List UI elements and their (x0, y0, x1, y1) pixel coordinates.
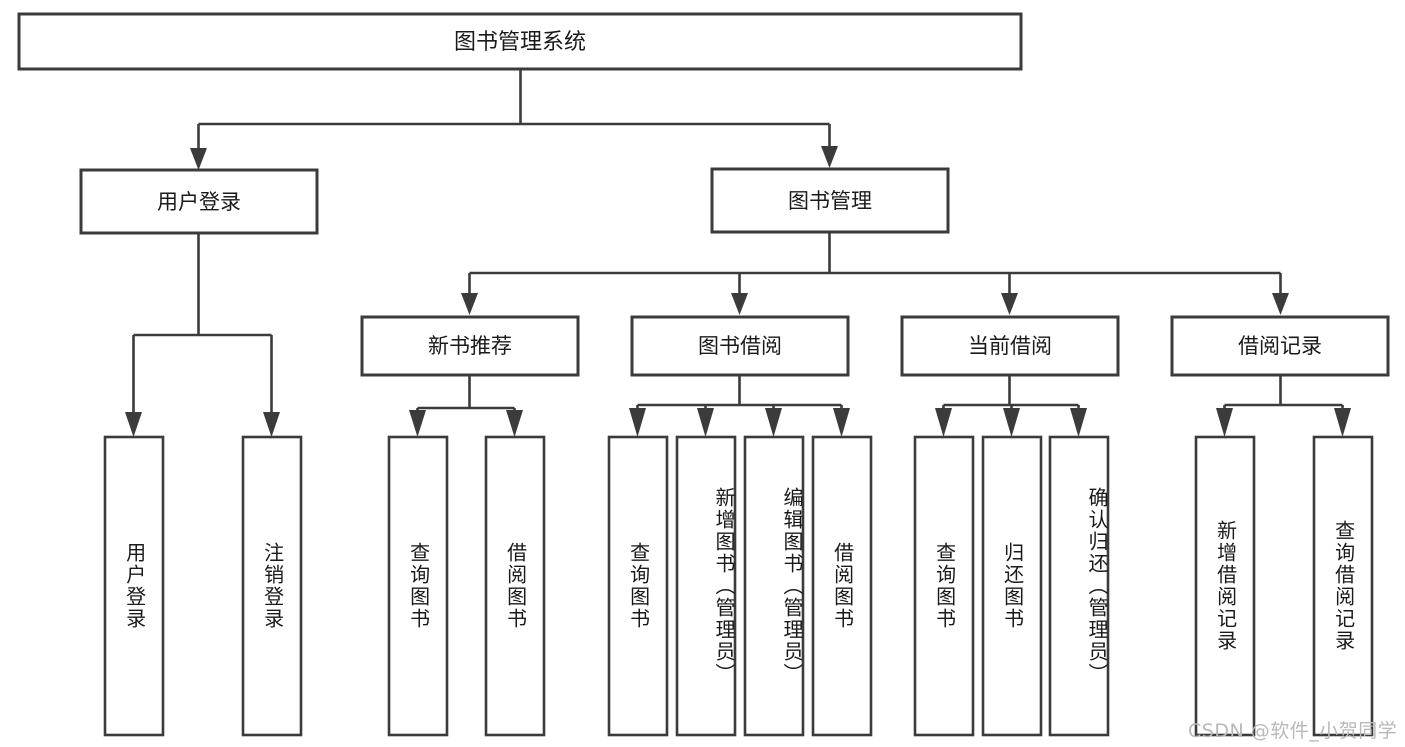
node-leaf-bor-lend-box[interactable] (811, 435, 873, 737)
connector-group-record-to-leaves (1216, 375, 1351, 437)
node-root-box[interactable] (17, 12, 1023, 71)
node-leaf-rec-query-box[interactable] (387, 435, 449, 737)
arrow-head-borrow-leaf2 (697, 408, 714, 437)
node-leaf-recd-query-box[interactable] (1312, 435, 1374, 737)
arrow-head-borrow-leaf4 (833, 408, 850, 437)
watermark-text: CSDN @软件_小贺同学 (1188, 720, 1398, 742)
node-new-book-recommend-box[interactable] (360, 315, 580, 377)
arrow-head-borrow-leaf3 (765, 408, 782, 437)
arrow-head-current-leaf3 (1070, 408, 1087, 437)
connector-group-user-to-leaves (125, 233, 280, 437)
node-leaf-bor-add-box[interactable] (675, 435, 737, 737)
arrow-head-borrow-leaf1 (629, 408, 646, 437)
arrow-head-to-current (1001, 293, 1018, 315)
node-leaf-bor-edit-box[interactable] (743, 435, 805, 737)
arrow-head-user-leaf1 (125, 412, 142, 437)
arrow-head-recommend-leaf2 (506, 410, 523, 437)
node-book-borrow-label: 图书借阅 (698, 334, 782, 358)
arrow-head-to-user-login (190, 148, 207, 170)
node-current-borrow-box[interactable] (900, 315, 1120, 377)
connector-group-recommend-to-leaves (409, 375, 523, 437)
node-current-borrow[interactable]: 当前借阅 (900, 315, 1120, 377)
node-book-management[interactable]: 图书管理 (710, 167, 950, 234)
arrow-head-user-leaf2 (263, 412, 280, 437)
arrow-head-record-leaf2 (1334, 408, 1351, 437)
arrow-head-recommend-leaf1 (409, 410, 426, 437)
connector-group-root-to-level2 (190, 70, 838, 170)
node-user-login-label: 用户登录 (157, 190, 241, 214)
node-leaf-cur-return-box[interactable] (981, 435, 1043, 737)
node-leaf-user-login-box[interactable] (103, 435, 165, 737)
node-root-system[interactable]: 图书管理系统 (17, 12, 1023, 71)
node-leaf-rec-borrow-box[interactable] (484, 435, 546, 737)
node-borrow-record[interactable]: 借阅记录 (1170, 315, 1390, 377)
arrow-head-current-leaf2 (1003, 408, 1020, 437)
node-user-login[interactable]: 用户登录 (79, 168, 319, 235)
node-root-label: 图书管理系统 (454, 30, 586, 55)
node-book-borrow-box[interactable] (630, 315, 850, 377)
node-leaf-bor-query-box[interactable] (607, 435, 669, 737)
arrow-head-record-leaf1 (1216, 408, 1233, 437)
node-leaf-user-logout-box[interactable] (241, 435, 303, 737)
node-book-management-label: 图书管理 (788, 189, 872, 213)
connector-group-borrow-to-leaves (629, 375, 850, 437)
arrow-head-to-recommend (461, 293, 478, 315)
node-current-borrow-label: 当前借阅 (968, 334, 1052, 358)
node-borrow-record-label: 借阅记录 (1238, 334, 1322, 358)
arrow-head-current-leaf1 (935, 408, 952, 437)
node-leaf-recd-add-box[interactable] (1194, 435, 1256, 737)
node-book-borrow[interactable]: 图书借阅 (630, 315, 850, 377)
node-user-login-box[interactable] (79, 168, 319, 235)
node-borrow-record-box[interactable] (1170, 315, 1390, 377)
arrow-head-to-record (1272, 293, 1289, 315)
node-new-book-recommend[interactable]: 新书推荐 (360, 315, 580, 377)
node-new-book-recommend-label: 新书推荐 (428, 334, 512, 358)
arrow-head-to-borrow (731, 293, 748, 315)
connector-group-current-to-leaves (935, 375, 1087, 437)
arrow-head-to-book-mgmt (821, 146, 838, 168)
node-book-management-box[interactable] (710, 167, 950, 234)
node-leaf-cur-query-box[interactable] (913, 435, 975, 737)
connector-group-book-to-level3 (461, 232, 1289, 315)
node-leaf-cur-confirm-box[interactable] (1048, 435, 1110, 737)
